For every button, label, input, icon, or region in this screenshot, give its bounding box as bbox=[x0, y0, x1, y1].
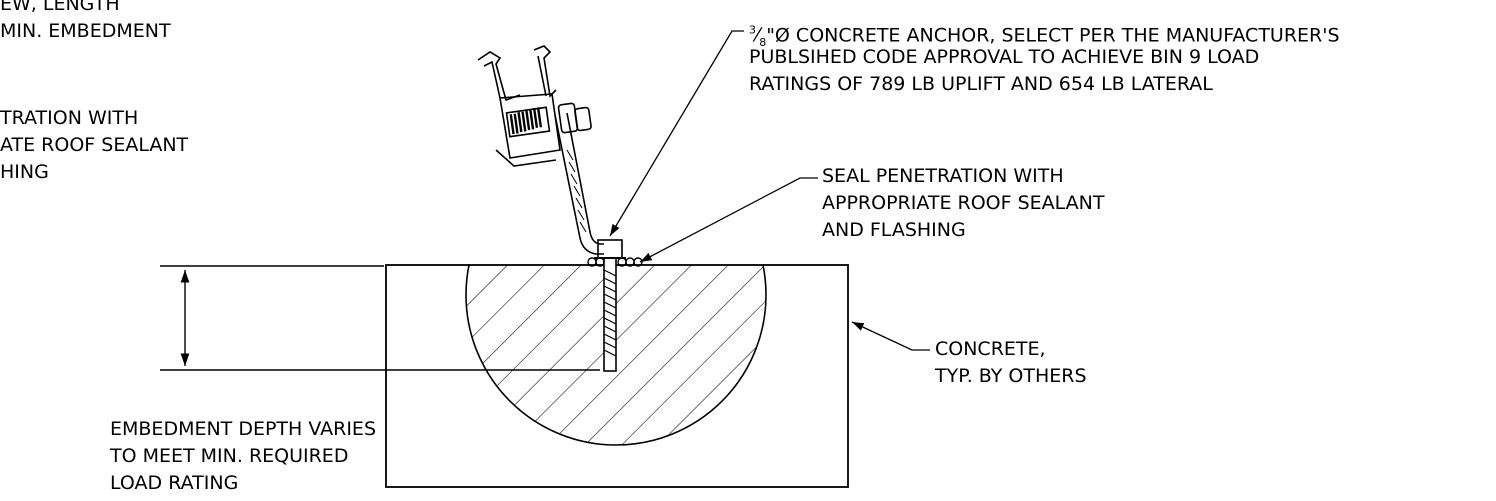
note-line: LOAD RATING bbox=[110, 472, 239, 494]
note-line: APPROPRIATE ROOF SEALANT bbox=[822, 192, 1105, 214]
note-line: EW, LENGTH bbox=[0, 0, 120, 15]
note-seal-penetration: SEAL PENETRATION WITH APPROPRIATE ROOF S… bbox=[822, 163, 1105, 244]
note-concrete: CONCRETE, TYP. BY OTHERS bbox=[935, 336, 1087, 390]
note-concrete-anchor: 3⁄8"Ø CONCRETE ANCHOR, SELECT PER THE MA… bbox=[749, 17, 1340, 98]
embedment-dimension bbox=[160, 265, 600, 371]
rail-clamp bbox=[477, 45, 592, 167]
note-line: CONCRETE, bbox=[935, 338, 1046, 360]
note-embedment-depth: EMBEDMENT DEPTH VARIES TO MEET MIN. REQU… bbox=[110, 416, 376, 497]
note-line: TRATION WITH bbox=[0, 107, 139, 129]
note-line: TYP. BY OTHERS bbox=[935, 365, 1087, 387]
mount-bracket bbox=[554, 112, 604, 255]
note-screw-length: EW, LENGTH MIN. EMBEDMENT bbox=[0, 0, 171, 45]
fraction-three-eighths: 3⁄8 bbox=[749, 24, 767, 50]
note-seal-left: TRATION WITH ATE ROOF SEALANT HING bbox=[0, 105, 188, 186]
note-line: 3⁄8"Ø CONCRETE ANCHOR, SELECT PER THE MA… bbox=[749, 24, 1340, 50]
note-line: HING bbox=[0, 161, 49, 183]
note-line: TO MEET MIN. REQUIRED bbox=[110, 445, 349, 467]
note-line: ATE ROOF SEALANT bbox=[0, 134, 189, 156]
concrete-slab bbox=[385, 264, 849, 488]
sealant-beads bbox=[587, 257, 643, 267]
note-line: RATINGS OF 789 LB UPLIFT AND 654 LB LATE… bbox=[749, 73, 1213, 95]
note-line: MIN. EMBEDMENT bbox=[0, 20, 171, 42]
note-line: AND FLASHING bbox=[822, 219, 966, 241]
note-line: EMBEDMENT DEPTH VARIES bbox=[110, 418, 376, 440]
note-line: PUBLSIHED CODE APPROVAL TO ACHIEVE BIN 9… bbox=[749, 46, 1260, 68]
leader-lines bbox=[609, 30, 930, 351]
note-line: SEAL PENETRATION WITH bbox=[822, 165, 1064, 187]
